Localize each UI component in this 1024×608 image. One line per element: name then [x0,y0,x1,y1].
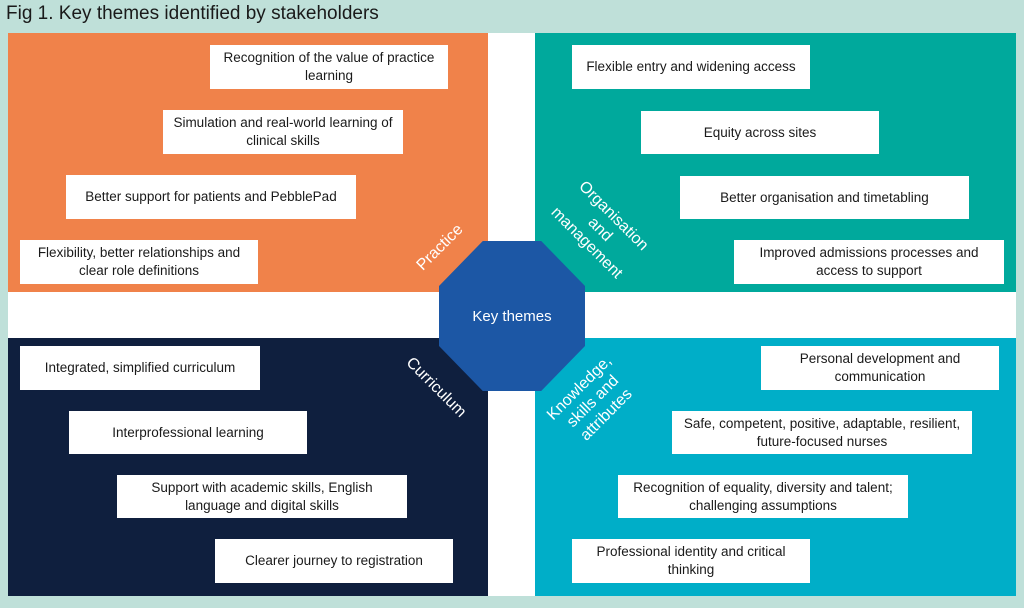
curriculum-quadrant: Integrated, simplified curriculum Interp… [8,338,488,596]
theme-box: Flexibility, better relationships and cl… [20,240,258,284]
figure-title: Fig 1. Key themes identified by stakehol… [6,3,379,24]
themes-diagram: Recognition of the value of practice lea… [8,33,1016,596]
theme-box: Recognition of equality, diversity and t… [618,475,908,518]
theme-box: Clearer journey to registration [215,539,453,583]
theme-box: Support with academic skills, English la… [117,475,407,518]
organisation-quadrant: Flexible entry and widening access Equit… [535,33,1016,292]
theme-box: Professional identity and critical think… [572,539,810,583]
theme-box: Equity across sites [641,111,879,154]
theme-box: Simulation and real-world learning of cl… [163,110,403,154]
theme-box: Improved admissions processes and access… [734,240,1004,284]
theme-box: Safe, competent, positive, adaptable, re… [672,411,972,454]
theme-box: Integrated, simplified curriculum [20,346,260,390]
theme-box: Personal development and communication [761,346,999,390]
theme-box: Interprofessional learning [69,411,307,454]
theme-box: Recognition of the value of practice lea… [210,45,448,89]
theme-box: Better support for patients and PebblePa… [66,175,356,219]
key-themes-center: Key themes [439,241,585,391]
knowledge-quadrant: Personal development and communication S… [535,338,1016,596]
practice-quadrant: Recognition of the value of practice lea… [8,33,488,292]
theme-box: Better organisation and timetabling [680,176,969,219]
theme-box: Flexible entry and widening access [572,45,810,89]
center-label: Key themes [472,307,552,325]
